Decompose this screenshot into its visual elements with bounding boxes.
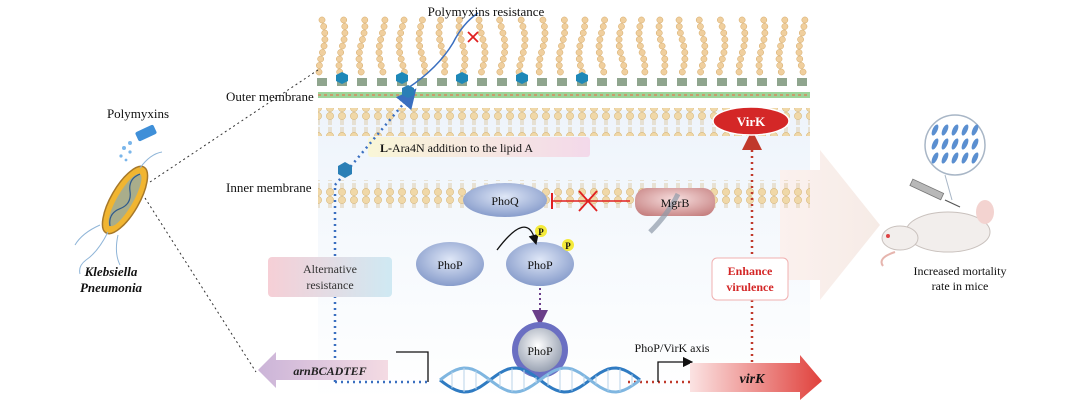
enhance-label-line1: Enhance — [728, 264, 773, 278]
lps-chain — [575, 16, 589, 86]
lps-chain — [775, 16, 789, 86]
lps-chain — [595, 16, 608, 86]
mortality-label-line2: rate in mice — [932, 279, 989, 293]
arn-gene-arrow — [258, 352, 388, 388]
dna-helix-icon — [439, 366, 641, 394]
alternative-resistance-box — [268, 257, 392, 297]
lps-chain — [715, 16, 729, 86]
mortality-label-line1: Increased mortality — [914, 264, 1007, 278]
lps-chain — [335, 16, 349, 86]
lps-chain — [455, 16, 469, 86]
bacteria-zoom-icon — [924, 114, 986, 201]
lps-chain — [496, 16, 509, 86]
polymyxins-resistance-label: Polymyxins resistance — [428, 4, 545, 19]
lps-chain — [395, 16, 408, 86]
phospho-badge-2 — [562, 239, 574, 251]
outcome-arrow — [780, 150, 880, 300]
inner-membrane-label: Inner membrane — [226, 180, 312, 195]
phospho-label-2: P — [565, 241, 571, 251]
lps-chain — [375, 16, 389, 86]
phoq-label: PhoQ — [491, 194, 519, 208]
phospho-badge-1 — [535, 225, 547, 237]
virk-protein-label: VirK — [737, 114, 766, 129]
phop-bound-protein — [518, 328, 562, 372]
zoom-line-top — [149, 69, 319, 183]
lps-chain — [315, 16, 329, 86]
enhance-virulence-box — [711, 257, 789, 301]
lara4n-label-bold: L- — [380, 141, 392, 155]
lps-chain — [755, 16, 769, 86]
zoom-line-bottom — [144, 197, 257, 373]
lps-chain — [735, 16, 749, 86]
lara4n-label: L-Ara4N addition to the lipid A — [380, 141, 533, 155]
mgrb-label: MgrB — [661, 196, 690, 210]
phop-virk-axis-label: PhoP/VirK axis — [635, 341, 710, 355]
phop-right-protein — [506, 242, 574, 286]
phop-left-label: PhoP — [437, 258, 463, 272]
syringe-icon — [909, 178, 961, 208]
virk-protein — [712, 106, 790, 136]
lps-chain — [695, 16, 709, 86]
lara4n-label-box — [368, 137, 590, 157]
phop-right-label: PhoP — [527, 258, 553, 272]
lps-chain — [475, 16, 489, 86]
phoq-protein — [463, 183, 547, 217]
phospho-label-1: P — [538, 227, 544, 237]
lps-chain — [655, 16, 669, 86]
enhance-label-line2: virulence — [726, 280, 774, 294]
outer-membrane-label: Outer membrane — [226, 89, 314, 104]
lps-chain — [615, 16, 629, 86]
polymyxin-vial-icon — [119, 124, 157, 162]
lps-layer — [315, 16, 809, 86]
inhibition-cross-icon — [467, 31, 479, 43]
lara4n-label-rest: Ara4N addition to the lipid A — [392, 141, 533, 155]
lara4n-hexagon-icon — [338, 162, 352, 178]
lps-chain — [355, 16, 369, 86]
virk-gene-label: virK — [740, 372, 767, 387]
phop-bound-label: PhoP — [527, 344, 553, 358]
lps-chain — [515, 16, 529, 86]
species-label-line2: Pneumonia — [80, 280, 143, 295]
virk-gene-arrow — [690, 355, 822, 400]
lps-chain — [535, 16, 549, 86]
lara4n-hexagon-top-icon — [402, 85, 414, 98]
lps-chain — [795, 16, 809, 86]
lps-chain — [415, 16, 429, 86]
lps-chain — [675, 16, 689, 86]
lps-chain — [635, 16, 649, 86]
species-label-line1: Klebsiella — [84, 264, 138, 279]
arn-gene-label: arnBCADTEF — [293, 364, 366, 378]
polymyxin-path — [407, 12, 479, 89]
polymyxins-label: Polymyxins — [107, 106, 169, 121]
alternative-label-line1: Alternative — [303, 262, 357, 276]
inner-membrane-bilayer — [318, 180, 810, 208]
mouse-icon — [880, 200, 994, 267]
alternative-label-line2: resistance — [306, 278, 353, 292]
bacterium-icon — [74, 151, 163, 275]
phop-left-protein — [416, 242, 484, 286]
lps-chain — [555, 16, 569, 86]
lps-chain — [435, 16, 449, 86]
